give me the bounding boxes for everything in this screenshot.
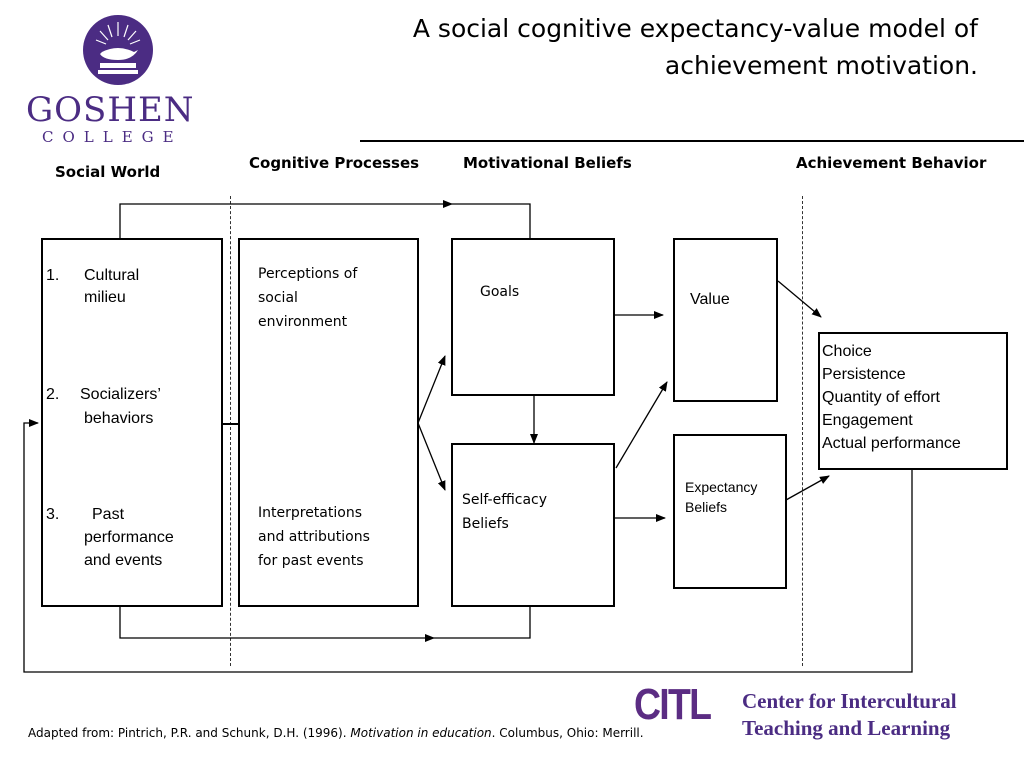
connector-bottom-loop	[119, 606, 435, 642]
expectancy-line: Beliefs	[685, 499, 728, 515]
list-item-number: 3.	[46, 506, 60, 523]
behavior-item: Engagement	[822, 412, 913, 429]
goshen-logo: GOSHEN COLLEGE	[0, 0, 230, 150]
connector-cognitive-to-self-efficacy	[417, 422, 446, 491]
goals-box: Goals	[451, 238, 615, 396]
value-box: Value	[673, 238, 778, 402]
list-item-number: 1.	[46, 267, 60, 284]
behavior-item: Choice	[822, 343, 872, 360]
column-header-social-world: Social World	[55, 163, 161, 181]
logo-subword: COLLEGE	[42, 128, 183, 146]
column-header-motivational-beliefs: Motivational Beliefs	[463, 154, 632, 172]
list-item-text: Socializers’	[80, 386, 161, 403]
perceptions-line: environment	[258, 314, 348, 330]
list-item-text: Cultural	[84, 267, 140, 284]
interpretations-line: for past events	[258, 553, 364, 569]
interpretations-line: and attributions	[258, 529, 370, 545]
connector-expectancy-to-behavior	[785, 475, 830, 501]
behavior-item: Persistence	[822, 366, 906, 383]
connector-feedback-loop	[23, 419, 913, 673]
behavior-item: Actual performance	[822, 435, 961, 452]
list-item-number: 2.	[46, 386, 60, 403]
lamp-seal-icon	[83, 15, 153, 85]
connector-top-loop	[119, 200, 453, 238]
interpretations-text: Interpretations and attributions for pas…	[258, 501, 370, 573]
self-efficacy-line: Self-efficacy	[462, 492, 548, 508]
goals-label: Goals	[480, 284, 520, 300]
behavior-item: Quantity of effort	[822, 389, 940, 406]
title-divider	[360, 140, 1024, 142]
expectancy-box: Expectancy Beliefs	[673, 434, 787, 589]
list-item-text: milieu	[84, 289, 126, 306]
citation-prefix: Adapted from: Pintrich, P.R. and Schunk,…	[28, 726, 347, 740]
citation-suffix: . Columbus, Ohio: Merrill.	[491, 726, 644, 740]
perceptions-line: social	[258, 290, 298, 306]
perceptions-text: Perceptions of social environment	[258, 262, 357, 334]
citl-name: Center for Intercultural Teaching and Le…	[742, 688, 957, 742]
citl-name-line: Teaching and Learning	[742, 716, 951, 740]
self-efficacy-text: Self-efficacy Beliefs	[462, 488, 547, 536]
self-efficacy-line: Beliefs	[462, 516, 509, 532]
connector-self-efficacy-to-value	[615, 381, 668, 469]
citl-logo: CITL	[634, 680, 712, 729]
connector-cognitive-to-goals	[417, 355, 446, 424]
column-header-achievement-behavior: Achievement Behavior	[796, 154, 987, 172]
connector-value-to-behavior	[777, 280, 822, 318]
expectancy-text: Expectancy Beliefs	[685, 477, 757, 517]
cognitive-processes-box: Perceptions of social environment Interp…	[238, 238, 419, 607]
list-item-text: Past	[92, 506, 125, 523]
achievement-behavior-box: Choice Persistence Quantity of effort En…	[818, 332, 1008, 470]
citation-title: Motivation in education	[350, 726, 492, 740]
interpretations-line: Interpretations	[258, 505, 362, 521]
citation: Adapted from: Pintrich, P.R. and Schunk,…	[28, 726, 644, 740]
title-line-2: achievement motivation.	[664, 51, 978, 80]
connector-top-loop-return	[452, 203, 531, 238]
list-item-text: performance	[84, 529, 174, 546]
expectancy-line: Expectancy	[685, 479, 758, 495]
separator-social-cognitive	[230, 196, 231, 666]
title-line-1: A social cognitive expectancy-value mode…	[412, 14, 978, 43]
list-item-text: behaviors	[84, 410, 154, 427]
logo-wordmark: GOSHEN	[26, 90, 195, 130]
citl-name-line: Center for Intercultural	[742, 689, 957, 713]
separator-beliefs-behavior	[802, 196, 803, 666]
list-item-text: and events	[84, 552, 163, 569]
social-world-list: 1. Cultural milieu 2. Socializers’ behav…	[43, 240, 223, 600]
social-world-box: 1. Cultural milieu 2. Socializers’ behav…	[41, 238, 223, 607]
value-label: Value	[690, 291, 730, 308]
behavior-list: Choice Persistence Quantity of effort En…	[822, 340, 961, 455]
connector-bottom-loop-return	[434, 606, 531, 639]
self-efficacy-box: Self-efficacy Beliefs	[451, 443, 615, 607]
perceptions-line: Perceptions of	[258, 266, 358, 282]
column-header-cognitive-processes: Cognitive Processes	[249, 154, 420, 172]
page-title: A social cognitive expectancy-value mode…	[278, 10, 978, 84]
